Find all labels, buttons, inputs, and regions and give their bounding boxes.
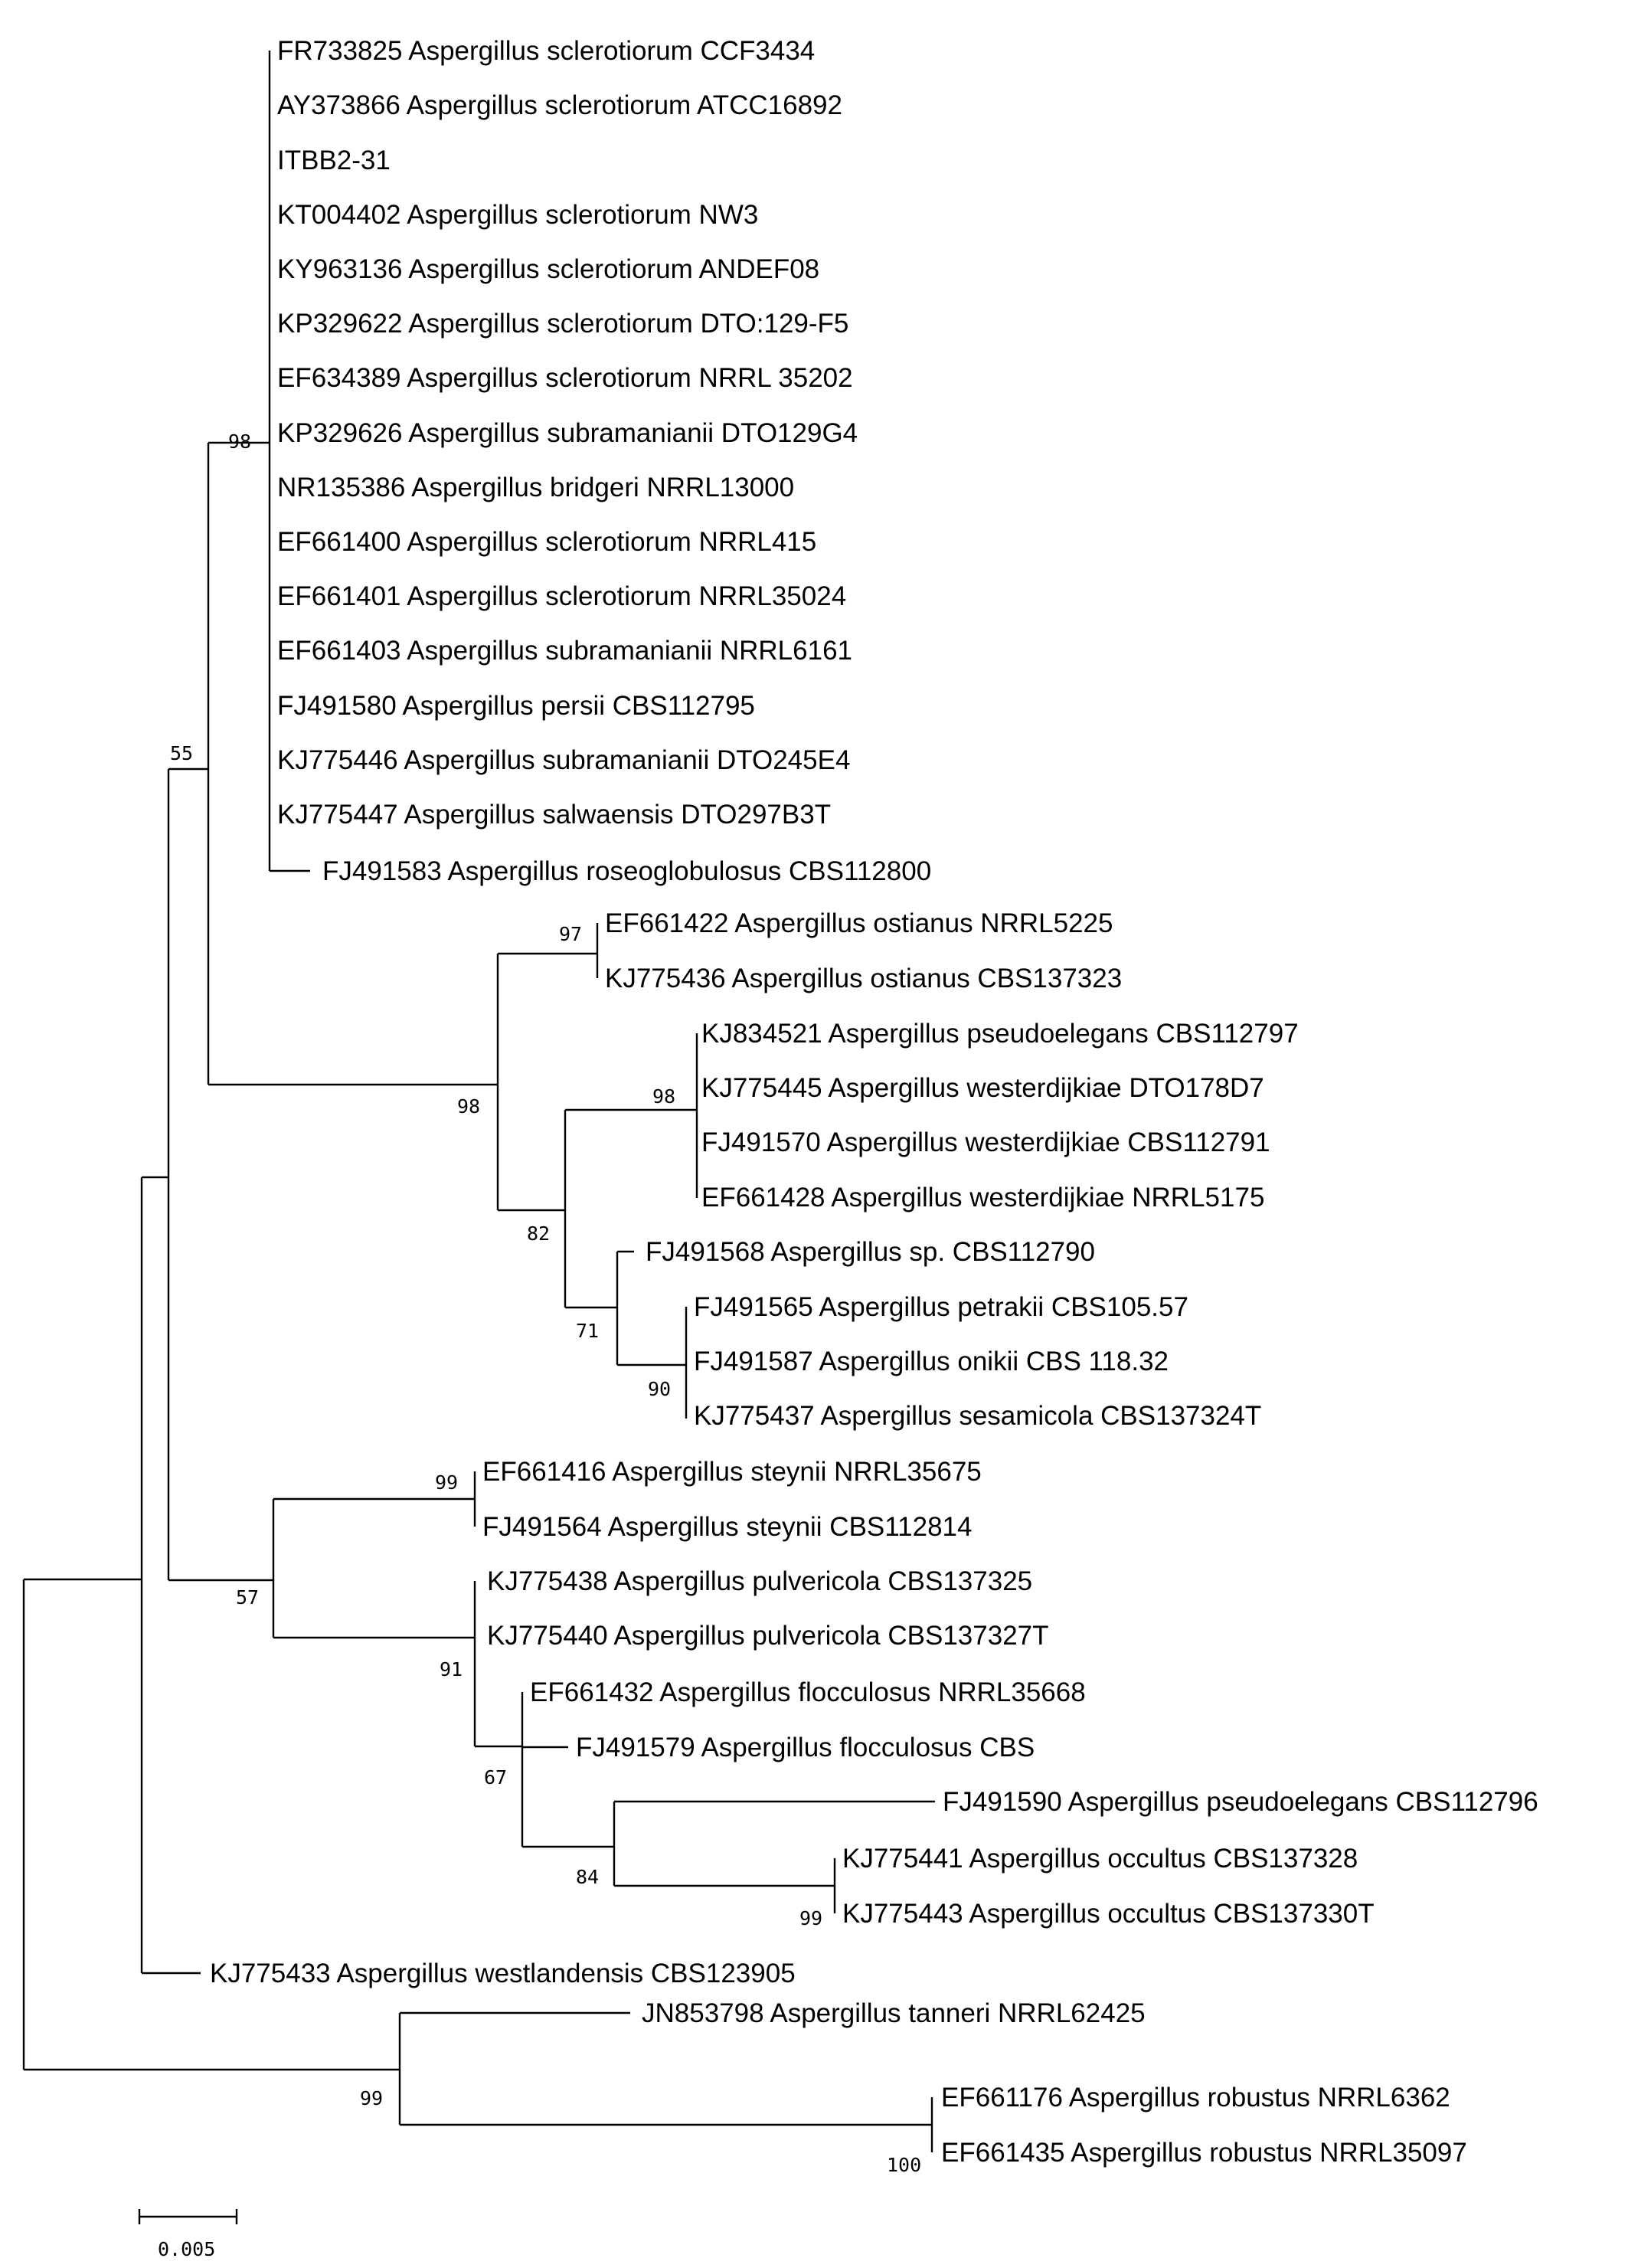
scale-bar-label: 0.005 <box>158 2238 215 2260</box>
leaf-label: EF661435 Aspergillus robustus NRRL35097 <box>941 2138 1467 2168</box>
leaf-label: KJ775433 Aspergillus westlandensis CBS12… <box>210 1959 796 1988</box>
leaf-label: EF634389 Aspergillus sclerotiorum NRRL 3… <box>277 363 853 393</box>
leaf-label: KJ834521 Aspergillus pseudoelegans CBS11… <box>701 1019 1299 1049</box>
bootstrap-value: 91 <box>440 1658 463 1681</box>
bootstrap-value: 98 <box>228 430 251 453</box>
leaf-label: FJ491580 Aspergillus persii CBS112795 <box>277 691 755 721</box>
tree-branches <box>22 51 935 2152</box>
leaf-label: KP329626 Aspergillus subramanianii DTO12… <box>277 418 858 448</box>
bootstrap-value: 99 <box>799 1907 822 1929</box>
bootstrap-value: 71 <box>576 1320 599 1342</box>
leaf-label: JN853798 Aspergillus tanneri NRRL62425 <box>642 1998 1146 2028</box>
leaf-labels: FR733825 Aspergillus sclerotiorum CCF343… <box>210 36 1538 2168</box>
leaf-label: ITBB2-31 <box>277 146 391 175</box>
bootstrap-value: 90 <box>648 1378 671 1400</box>
bootstrap-value: 84 <box>576 1866 599 1888</box>
bootstrap-values: 98 55 97 98 98 82 71 90 99 57 91 67 84 9… <box>170 430 921 2176</box>
leaf-label: KJ775438 Aspergillus pulvericola CBS1373… <box>487 1566 1032 1596</box>
leaf-label: KP329622 Aspergillus sclerotiorum DTO:12… <box>277 309 848 339</box>
bootstrap-value: 97 <box>559 923 582 945</box>
leaf-label: EF661416 Aspergillus steynii NRRL35675 <box>482 1457 982 1487</box>
leaf-label: FJ491590 Aspergillus pseudoelegans CBS11… <box>943 1787 1538 1817</box>
leaf-label: KJ775443 Aspergillus occultus CBS137330T <box>842 1899 1375 1929</box>
leaf-label: EF661401 Aspergillus sclerotiorum NRRL35… <box>277 581 846 611</box>
leaf-label: EF661428 Aspergillus westerdijkiae NRRL5… <box>701 1183 1264 1213</box>
leaf-label: KY963136 Aspergillus sclerotiorum ANDEF0… <box>277 254 819 284</box>
leaf-label: KJ775447 Aspergillus salwaensis DTO297B3… <box>277 800 831 830</box>
leaf-label: NR135386 Aspergillus bridgeri NRRL13000 <box>277 473 794 502</box>
leaf-label: FJ491568 Aspergillus sp. CBS112790 <box>646 1237 1095 1267</box>
leaf-label: KT004402 Aspergillus sclerotiorum NW3 <box>277 200 758 230</box>
bootstrap-value: 98 <box>457 1095 480 1118</box>
leaf-label: KJ775437 Aspergillus sesamicola CBS13732… <box>694 1401 1261 1431</box>
leaf-label: FJ491587 Aspergillus onikii CBS 118.32 <box>694 1347 1169 1376</box>
leaf-label: FJ491579 Aspergillus flocculosus CBS <box>576 1733 1035 1762</box>
bootstrap-value: 55 <box>170 742 193 764</box>
leaf-label: EF661422 Aspergillus ostianus NRRL5225 <box>605 908 1113 938</box>
leaf-label: FJ491583 Aspergillus roseoglobulosus CBS… <box>322 856 931 886</box>
leaf-label: KJ775440 Aspergillus pulvericola CBS1373… <box>487 1621 1049 1651</box>
leaf-label: EF661432 Aspergillus flocculosus NRRL356… <box>530 1677 1086 1707</box>
bootstrap-value: 100 <box>887 2154 921 2176</box>
leaf-label: FJ491570 Aspergillus westerdijkiae CBS11… <box>701 1127 1270 1157</box>
leaf-label: KJ775436 Aspergillus ostianus CBS137323 <box>605 964 1122 993</box>
leaf-label: EF661400 Aspergillus sclerotiorum NRRL41… <box>277 527 816 557</box>
leaf-label: FR733825 Aspergillus sclerotiorum CCF343… <box>277 36 815 66</box>
leaf-label: AY373866 Aspergillus sclerotiorum ATCC16… <box>277 90 842 120</box>
bootstrap-value: 57 <box>236 1586 259 1609</box>
bootstrap-value: 67 <box>484 1766 507 1789</box>
scale-bar: 0.005 <box>138 2209 238 2260</box>
bootstrap-value: 99 <box>360 2087 383 2109</box>
leaf-label: FJ491565 Aspergillus petrakii CBS105.57 <box>694 1292 1188 1322</box>
leaf-label: KJ775441 Aspergillus occultus CBS137328 <box>842 1844 1358 1874</box>
leaf-label: FJ491564 Aspergillus steynii CBS112814 <box>482 1512 972 1542</box>
scale-bar-line <box>138 2209 238 2224</box>
leaf-label: KJ775446 Aspergillus subramanianii DTO24… <box>277 745 850 775</box>
leaf-label: EF661403 Aspergillus subramanianii NRRL6… <box>277 636 852 666</box>
leaf-label: EF661176 Aspergillus robustus NRRL6362 <box>941 2083 1450 2113</box>
bootstrap-value: 99 <box>435 1471 458 1494</box>
leaf-label: KJ775445 Aspergillus westerdijkiae DTO17… <box>701 1073 1264 1103</box>
bootstrap-value: 82 <box>527 1222 550 1245</box>
bootstrap-value: 98 <box>652 1085 675 1108</box>
